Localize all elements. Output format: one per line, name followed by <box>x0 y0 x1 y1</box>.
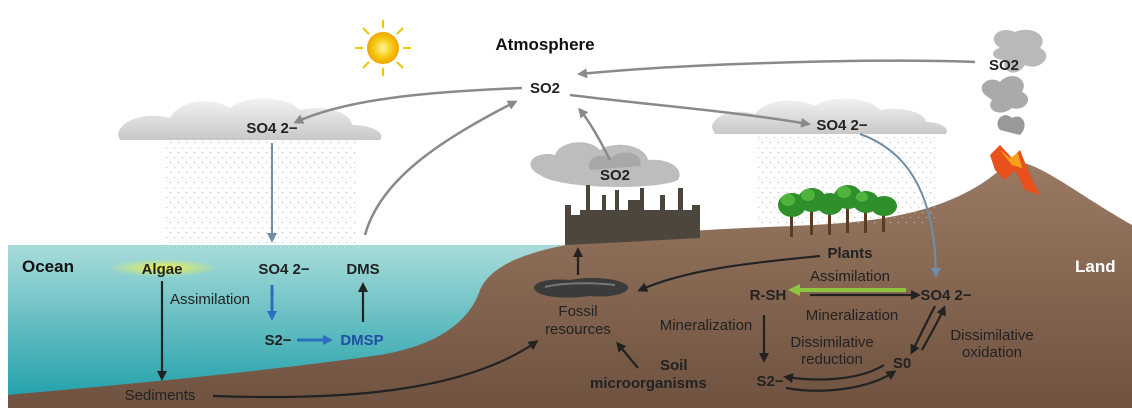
ocean-so4-label: SO4 2− <box>258 261 310 278</box>
rsh-label: R-SH <box>750 287 787 304</box>
so4-left-cloud-label: SO4 2− <box>246 120 298 137</box>
fossil-rock-icon <box>534 278 629 298</box>
land-assimilation-label: Assimilation <box>810 268 890 285</box>
arrow-so2-to-right-cloud <box>569 93 811 128</box>
fossil-label-line1: Fossil <box>558 303 597 320</box>
arrow-s2-to-s0 <box>785 370 897 392</box>
arrow-factory-to-so2 <box>578 107 612 161</box>
black-arrows <box>157 247 946 399</box>
dissimilative-oxidation-line1: Dissimilative <box>950 327 1033 344</box>
ocean-label: Ocean <box>22 257 74 276</box>
plants-label: Plants <box>827 245 872 262</box>
dms-label: DMS <box>346 261 379 278</box>
mineralization-left-label: Mineralization <box>660 317 753 334</box>
arrow-s0-to-so4 <box>921 305 946 351</box>
sun-icon <box>355 20 411 76</box>
dissimilative-reduction-line2: reduction <box>801 351 863 368</box>
s0-label: S0 <box>893 355 911 372</box>
arrow-so4-to-s0 <box>910 305 936 355</box>
soil-label-line2: microorganisms <box>590 375 707 392</box>
arrow-so2-to-left-cloud <box>293 86 523 124</box>
arrow-plants-to-fossil <box>637 254 821 292</box>
atmosphere-title: Atmosphere <box>495 35 594 54</box>
algae-glow <box>108 259 218 277</box>
cloud-left-icon <box>118 98 382 250</box>
so2-factory-label: SO2 <box>600 167 630 184</box>
fossil-label-line2: resources <box>545 321 611 338</box>
factory-icon <box>530 142 700 245</box>
dissimilative-oxidation-line2: oxidation <box>962 344 1022 361</box>
ocean-s2-label: S2− <box>264 332 291 349</box>
atmospheric-arrows <box>293 59 976 236</box>
arrow-sediments-to-fossil <box>212 340 539 399</box>
soil-label-line1: Soil <box>660 357 688 374</box>
land-label: Land <box>1075 257 1116 276</box>
so2-center-label: SO2 <box>530 80 560 97</box>
sediments-label: Sediments <box>125 387 196 404</box>
arrow-s0-to-s2 <box>783 364 885 383</box>
ocean-assimilation-label: Assimilation <box>170 291 250 308</box>
dissimilative-reduction-line1: Dissimilative <box>790 334 873 351</box>
land-s2-label: S2− <box>756 373 783 390</box>
arrow-volcano-to-so2 <box>577 59 976 79</box>
mineralization-right-label: Mineralization <box>806 307 899 324</box>
volcano-icon <box>981 29 1047 195</box>
land-so4-label: SO4 2− <box>920 287 972 304</box>
so4-right-cloud-label: SO4 2− <box>816 117 868 134</box>
arrow-dms-to-so2 <box>363 100 518 236</box>
trees-icon <box>778 185 897 237</box>
dmsp-label: DMSP <box>340 332 383 349</box>
algae-label: Algae <box>142 261 183 278</box>
so2-volcano-label: SO2 <box>989 57 1019 74</box>
arrow-cloud-to-land-so4 <box>859 133 941 278</box>
arrow-soil-to-fossil <box>616 341 639 369</box>
